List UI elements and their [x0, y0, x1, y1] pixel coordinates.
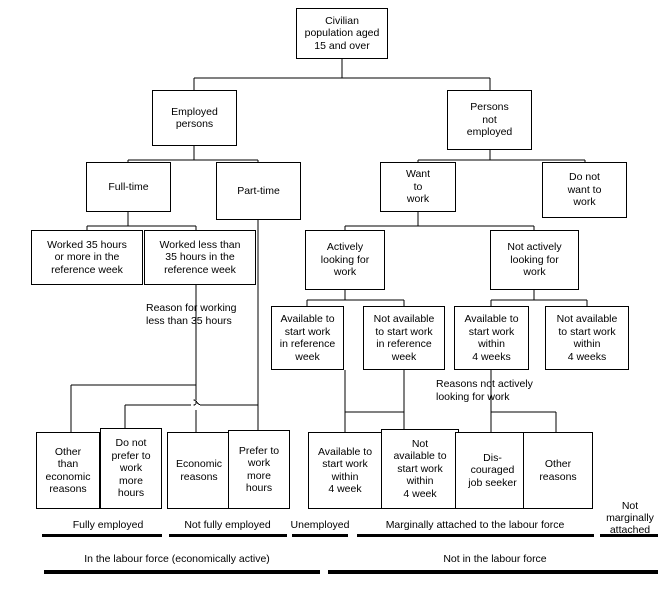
bracket-label-not-in-labour-force: Not in the labour force: [443, 553, 547, 565]
node-other-reasons[interactable]: Other reasons: [523, 432, 593, 509]
node-do-not-prefer-more-hours[interactable]: Do not prefer to work more hours: [100, 428, 162, 509]
node-not-available-within-4-week[interactable]: Not available to start work within 4 wee…: [381, 429, 459, 509]
label-reason-working-less: Reason for working less than 35 hours: [146, 302, 237, 327]
node-civilian-population[interactable]: Civilian population aged 15 and over: [296, 8, 388, 59]
bracket-label-not-marginally-attached: Not marginally attached: [606, 500, 654, 536]
node-economic-reasons[interactable]: Economic reasons: [167, 432, 231, 509]
line-jump-bridge: [193, 399, 202, 406]
node-worked-less-than-35[interactable]: Worked less than 35 hours in the referen…: [144, 230, 256, 285]
node-not-actively-looking[interactable]: Not actively looking for work: [490, 230, 579, 290]
node-persons-not-employed[interactable]: Persons not employed: [447, 90, 532, 150]
label-reasons-not-looking: Reasons not actively looking for work: [436, 378, 533, 403]
node-actively-looking[interactable]: Actively looking for work: [305, 230, 385, 290]
bracket-bar-marginally-attached: [357, 534, 594, 537]
bracket-label-not-fully-employed: Not fully employed: [184, 519, 271, 531]
node-not-available-reference-week[interactable]: Not available to start work in reference…: [363, 306, 445, 370]
node-available-reference-week[interactable]: Available to start work in reference wee…: [271, 306, 344, 370]
bracket-bar-not-marginally-attached: [600, 534, 658, 537]
node-want-to-work[interactable]: Want to work: [380, 162, 456, 212]
bracket-label-unemployed: Unemployed: [290, 519, 350, 531]
bracket-bar-in-labour-force: [44, 570, 320, 574]
node-do-not-want-to-work[interactable]: Do not want to work: [542, 162, 627, 218]
node-employed-persons[interactable]: Employed persons: [152, 90, 237, 146]
bracket-label-fully-employed: Fully employed: [72, 519, 144, 531]
node-discouraged-job-seeker[interactable]: Dis- couraged job seeker: [455, 432, 530, 509]
node-not-available-within-4-weeks[interactable]: Not available to start work within 4 wee…: [545, 306, 629, 370]
node-worked-35-or-more[interactable]: Worked 35 hours or more in the reference…: [31, 230, 143, 285]
node-full-time[interactable]: Full-time: [86, 162, 171, 212]
node-part-time[interactable]: Part-time: [216, 162, 301, 220]
bracket-bar-not-in-labour-force: [328, 570, 658, 574]
bracket-label-marginally-attached: Marginally attached to the labour force: [385, 519, 565, 531]
bracket-bar-unemployed: [292, 534, 348, 537]
bracket-bar-fully-employed: [42, 534, 162, 537]
node-prefer-more-hours[interactable]: Prefer to work more hours: [228, 430, 290, 509]
node-other-than-economic-reasons[interactable]: Other than economic reasons: [36, 432, 100, 509]
node-available-within-4-weeks[interactable]: Available to start work within 4 weeks: [454, 306, 529, 370]
bracket-label-in-labour-force: In the labour force (economically active…: [84, 553, 270, 565]
bracket-bar-not-fully-employed: [169, 534, 287, 537]
node-available-within-4-week[interactable]: Available to start work within 4 week: [308, 432, 382, 509]
